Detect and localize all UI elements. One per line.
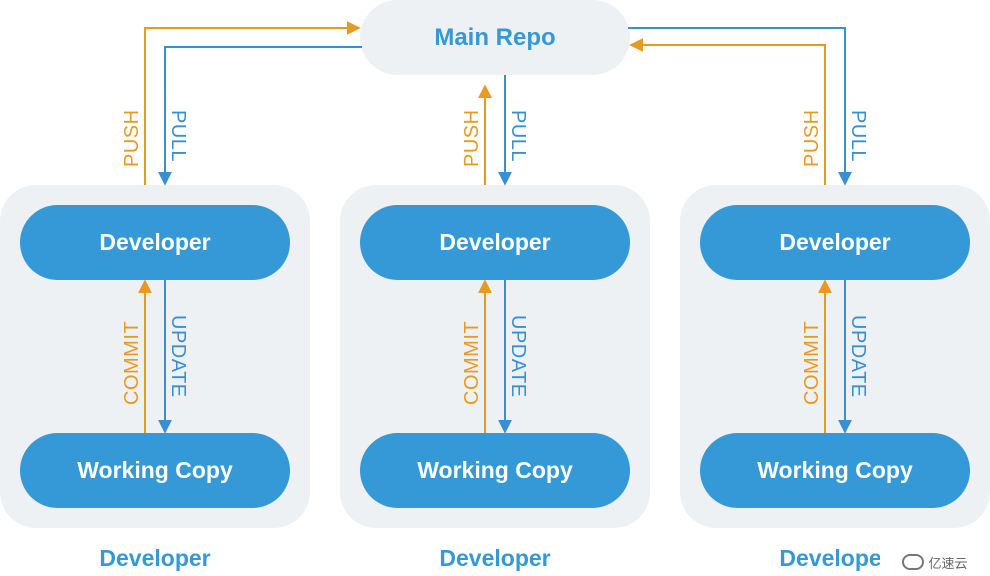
- push-label-1: PUSH: [121, 109, 143, 167]
- working-copy-node-1: Working Copy: [20, 433, 290, 508]
- update-label-1: UPDATE: [167, 315, 189, 398]
- working-copy-label-2: Working Copy: [417, 457, 573, 483]
- working-copy-label-1: Working Copy: [77, 457, 233, 483]
- update-label-2: UPDATE: [507, 315, 529, 398]
- developer-caption-2: Developer: [439, 545, 551, 571]
- push-arrow-3: [629, 38, 826, 185]
- commit-label-2: COMMIT: [461, 321, 483, 405]
- pull-label-3: PULL: [847, 110, 869, 162]
- main-repo-label: Main Repo: [434, 23, 556, 51]
- push-label-3: PUSH: [801, 109, 823, 167]
- developer-label-1: Developer: [99, 229, 211, 255]
- watermark-cloud-icon: [902, 554, 925, 570]
- developer-caption-1: Developer: [99, 545, 211, 571]
- developer-label-3: Developer: [779, 229, 891, 255]
- developer-node-2: Developer: [360, 205, 630, 280]
- commit-label-3: COMMIT: [801, 321, 823, 405]
- main-repo-node: Main Repo: [360, 0, 630, 75]
- working-copy-label-3: Working Copy: [757, 457, 913, 483]
- pull-label-2: PULL: [507, 110, 529, 162]
- working-copy-node-3: Working Copy: [700, 433, 970, 508]
- pull-label-1: PULL: [167, 110, 189, 162]
- developer-panel-3: Developer Working Copy: [680, 185, 990, 528]
- developer-node-1: Developer: [20, 205, 290, 280]
- pull-arrow-3: [628, 27, 852, 186]
- pull-arrow-1: [158, 46, 362, 186]
- push-label-2: PUSH: [461, 109, 483, 167]
- developer-node-3: Developer: [700, 205, 970, 280]
- commit-label-1: COMMIT: [121, 321, 143, 405]
- developer-caption-3: Developer: [779, 545, 891, 571]
- working-copy-node-2: Working Copy: [360, 433, 630, 508]
- watermark-text: 亿速云: [928, 555, 968, 571]
- push-arrow-1: [144, 21, 361, 185]
- developer-panel-1: Developer Working Copy: [0, 185, 310, 528]
- developer-label-2: Developer: [439, 229, 551, 255]
- update-label-3: UPDATE: [847, 315, 869, 398]
- watermark: 亿速云: [880, 548, 990, 576]
- developer-panel-2: Developer Working Copy: [340, 185, 650, 528]
